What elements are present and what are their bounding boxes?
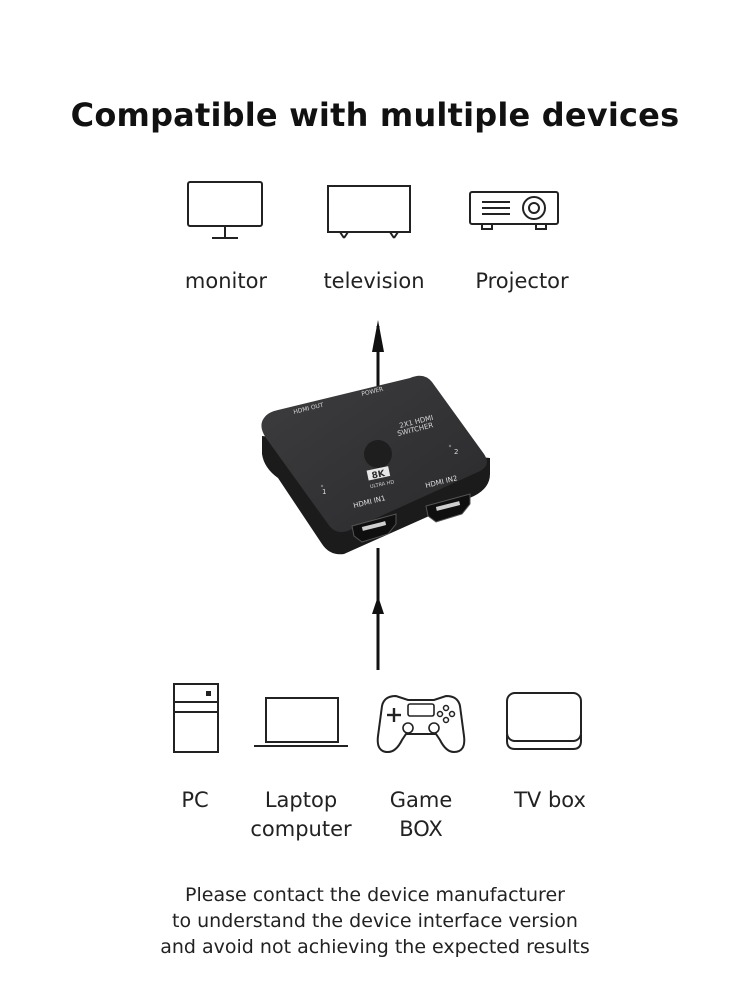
note-line-1: Please contact the device manufacturer [185, 884, 565, 906]
television-icon [327, 185, 411, 239]
hdmi-switcher-device: HDMI OUT POWER 2X1 HDMI SWITCHER 2 1 8K … [261, 375, 490, 555]
note-line-3: and avoid not achieving the expected res… [160, 936, 590, 958]
badge-8k: 8K [371, 469, 387, 482]
laptop-icon [254, 697, 348, 747]
input-label-game-line2: BOX [399, 817, 443, 841]
hdmi-in2-port [425, 493, 471, 523]
indicator-1-label: 1 [322, 488, 326, 496]
game-controller-icon [376, 694, 466, 754]
tv-box-icon [506, 692, 582, 750]
output-label-projector: Projector [475, 269, 569, 293]
pc-tower-icon [173, 683, 219, 753]
compatibility-note: Please contact the device manufacturer t… [0, 882, 750, 960]
input-label-pc: PC [181, 788, 209, 812]
input-label-game-line1: Game [389, 788, 453, 812]
output-label-monitor: monitor [184, 269, 268, 293]
projector-icon [469, 191, 559, 230]
hdmi-in1-port [351, 513, 397, 543]
signal-arrow-up-bottom-icon [372, 548, 384, 670]
note-line-2: to understand the device interface versi… [172, 910, 578, 932]
badge-ultra-hd: ULTRA HD [370, 479, 396, 490]
monitor-icon [187, 181, 263, 239]
input-label-tv-box: TV box [514, 788, 586, 812]
input-label-game-box: Game BOX [370, 786, 472, 844]
input-label-laptop-line2: computer [250, 817, 352, 841]
indicator-2-label: 2 [454, 448, 458, 456]
input-label-laptop: Laptop computer [240, 786, 362, 844]
page-title: Compatible with multiple devices [70, 96, 680, 134]
input-label-laptop-line1: Laptop [264, 788, 338, 812]
output-label-television: television [323, 269, 425, 293]
signal-arrow-up-top-icon [372, 320, 384, 392]
